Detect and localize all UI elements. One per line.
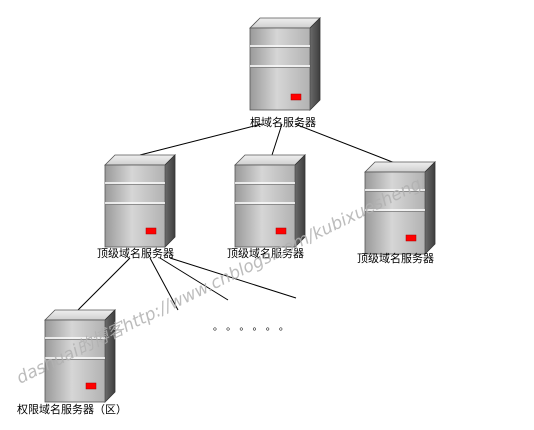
- auth-server-label: 权限域名服务器（区）: [17, 402, 127, 416]
- auth-server-node: 权限域名服务器（区）: [17, 309, 127, 416]
- tld-server-node-2: 顶级域名服务器: [227, 154, 306, 260]
- edge-tld1-auth: [77, 257, 131, 311]
- edge-tld1-child-4: [169, 257, 297, 299]
- edge-tld1-child-2: [149, 257, 179, 311]
- connection-lines: [77, 123, 401, 311]
- tld-server-label-3: 顶级域名服务器: [357, 251, 434, 265]
- server-icon: [249, 17, 321, 111]
- tld-server-node-1: 顶级域名服务器: [97, 154, 176, 260]
- edge-root-tld1: [139, 123, 263, 156]
- watermark-text: dashuai的博客http://www.cnblogs.com/kubixue…: [13, 171, 432, 389]
- tld-server-label-2: 顶级域名服务器: [227, 246, 304, 260]
- server-icon: [104, 154, 176, 248]
- edge-root-tld2: [271, 123, 283, 156]
- server-icon: [364, 161, 436, 255]
- server-icon: [234, 154, 306, 248]
- server-icon: [44, 309, 116, 403]
- tld-server-label-1: 顶级域名服务器: [97, 246, 174, 260]
- tld-server-node-3: 顶级域名服务器: [357, 161, 436, 265]
- edge-root-tld3: [294, 123, 401, 166]
- edge-tld1-child-3: [159, 257, 229, 301]
- root-server-node: 根域名服务器: [249, 17, 321, 129]
- root-server-label: 根域名服务器: [250, 115, 316, 129]
- more-servers-ellipsis: 。 。 。 。 。 。: [213, 322, 289, 333]
